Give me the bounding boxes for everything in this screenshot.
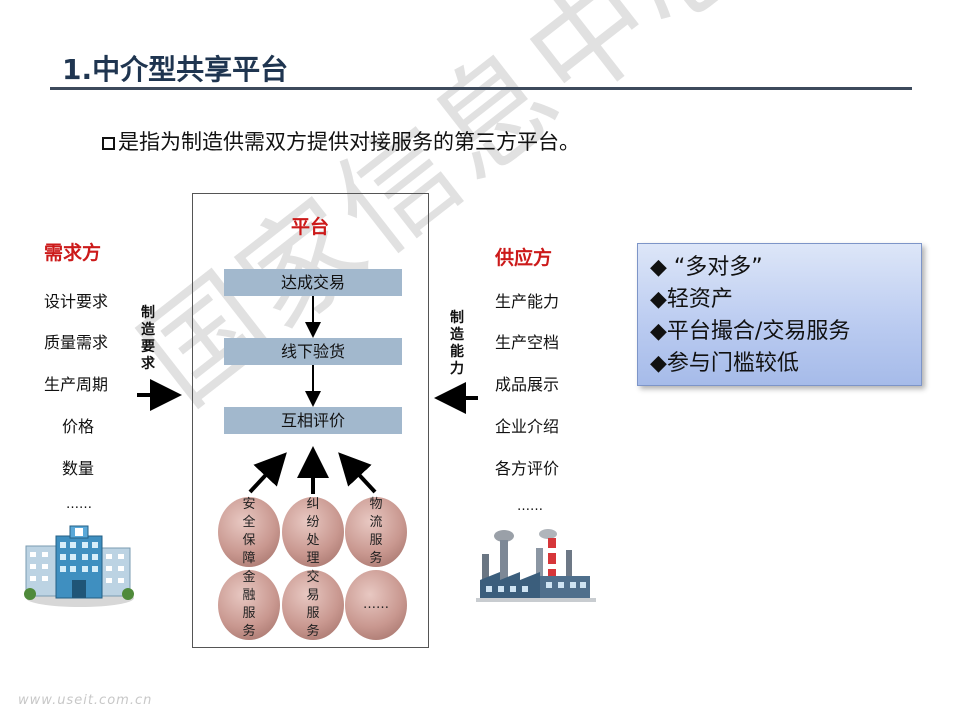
supply-item: 生产能力 <box>495 292 560 311</box>
service-dispute: 纠纷处理 <box>282 497 344 567</box>
demand-arrow-label: 制 造 要 求 <box>141 305 155 372</box>
factory-icon <box>476 529 596 602</box>
service-finance: 金融服务 <box>218 570 280 640</box>
demand-item: 价格 <box>62 417 95 436</box>
supply-item: …… <box>517 499 543 514</box>
title-underline <box>50 87 912 90</box>
feature-item: ◆参与门槛较低 <box>650 351 799 376</box>
step-review: 互相评价 <box>224 407 402 434</box>
checkbox-bullet-icon <box>102 137 115 150</box>
footer-url: www.useit.com.cn <box>18 693 153 708</box>
definition-text: 是指为制造供需双方提供对接服务的第三方平台。 <box>118 130 580 154</box>
feature-item: ◆轻资产 <box>650 287 733 312</box>
feature-item: ◆ “多对多” <box>650 255 763 280</box>
supply-item: 生产空档 <box>495 333 560 352</box>
supply-heading: 供应方 <box>495 247 553 269</box>
service-trade: 交易服务 <box>282 570 344 640</box>
step-inspection: 线下验货 <box>224 338 402 365</box>
platform-container <box>192 193 429 648</box>
supply-item: 各方评价 <box>495 459 560 478</box>
feature-item: ◆平台撮合/交易服务 <box>650 319 851 344</box>
service-safety: 安全保障 <box>218 497 280 567</box>
arrow-up-left-icon <box>248 452 287 494</box>
demand-heading: 需求方 <box>44 242 102 264</box>
demand-item: 数量 <box>62 459 95 478</box>
step-deal: 达成交易 <box>224 269 402 296</box>
arrow-up-right-icon <box>338 452 377 494</box>
demand-item: 质量需求 <box>44 333 109 352</box>
supply-arrow-label: 制 造 能 力 <box>450 310 464 377</box>
service-logistics: 物流服务 <box>345 497 407 567</box>
office-building-icon <box>24 525 134 607</box>
features-panel: ◆ “多对多” ◆轻资产 ◆平台撮合/交易服务 ◆参与门槛较低 <box>637 243 922 386</box>
service-more: …… <box>345 570 407 640</box>
platform-heading: 平台 <box>291 216 330 238</box>
page-title: 1.中介型共享平台 <box>62 53 289 86</box>
demand-item: 设计要求 <box>44 292 109 311</box>
demand-item: …… <box>66 497 92 512</box>
supply-item: 企业介绍 <box>495 417 560 436</box>
demand-item: 生产周期 <box>44 375 109 394</box>
supply-item: 成品展示 <box>495 375 560 394</box>
definition-bullet: 是指为制造供需双方提供对接服务的第三方平台。 <box>102 126 580 156</box>
